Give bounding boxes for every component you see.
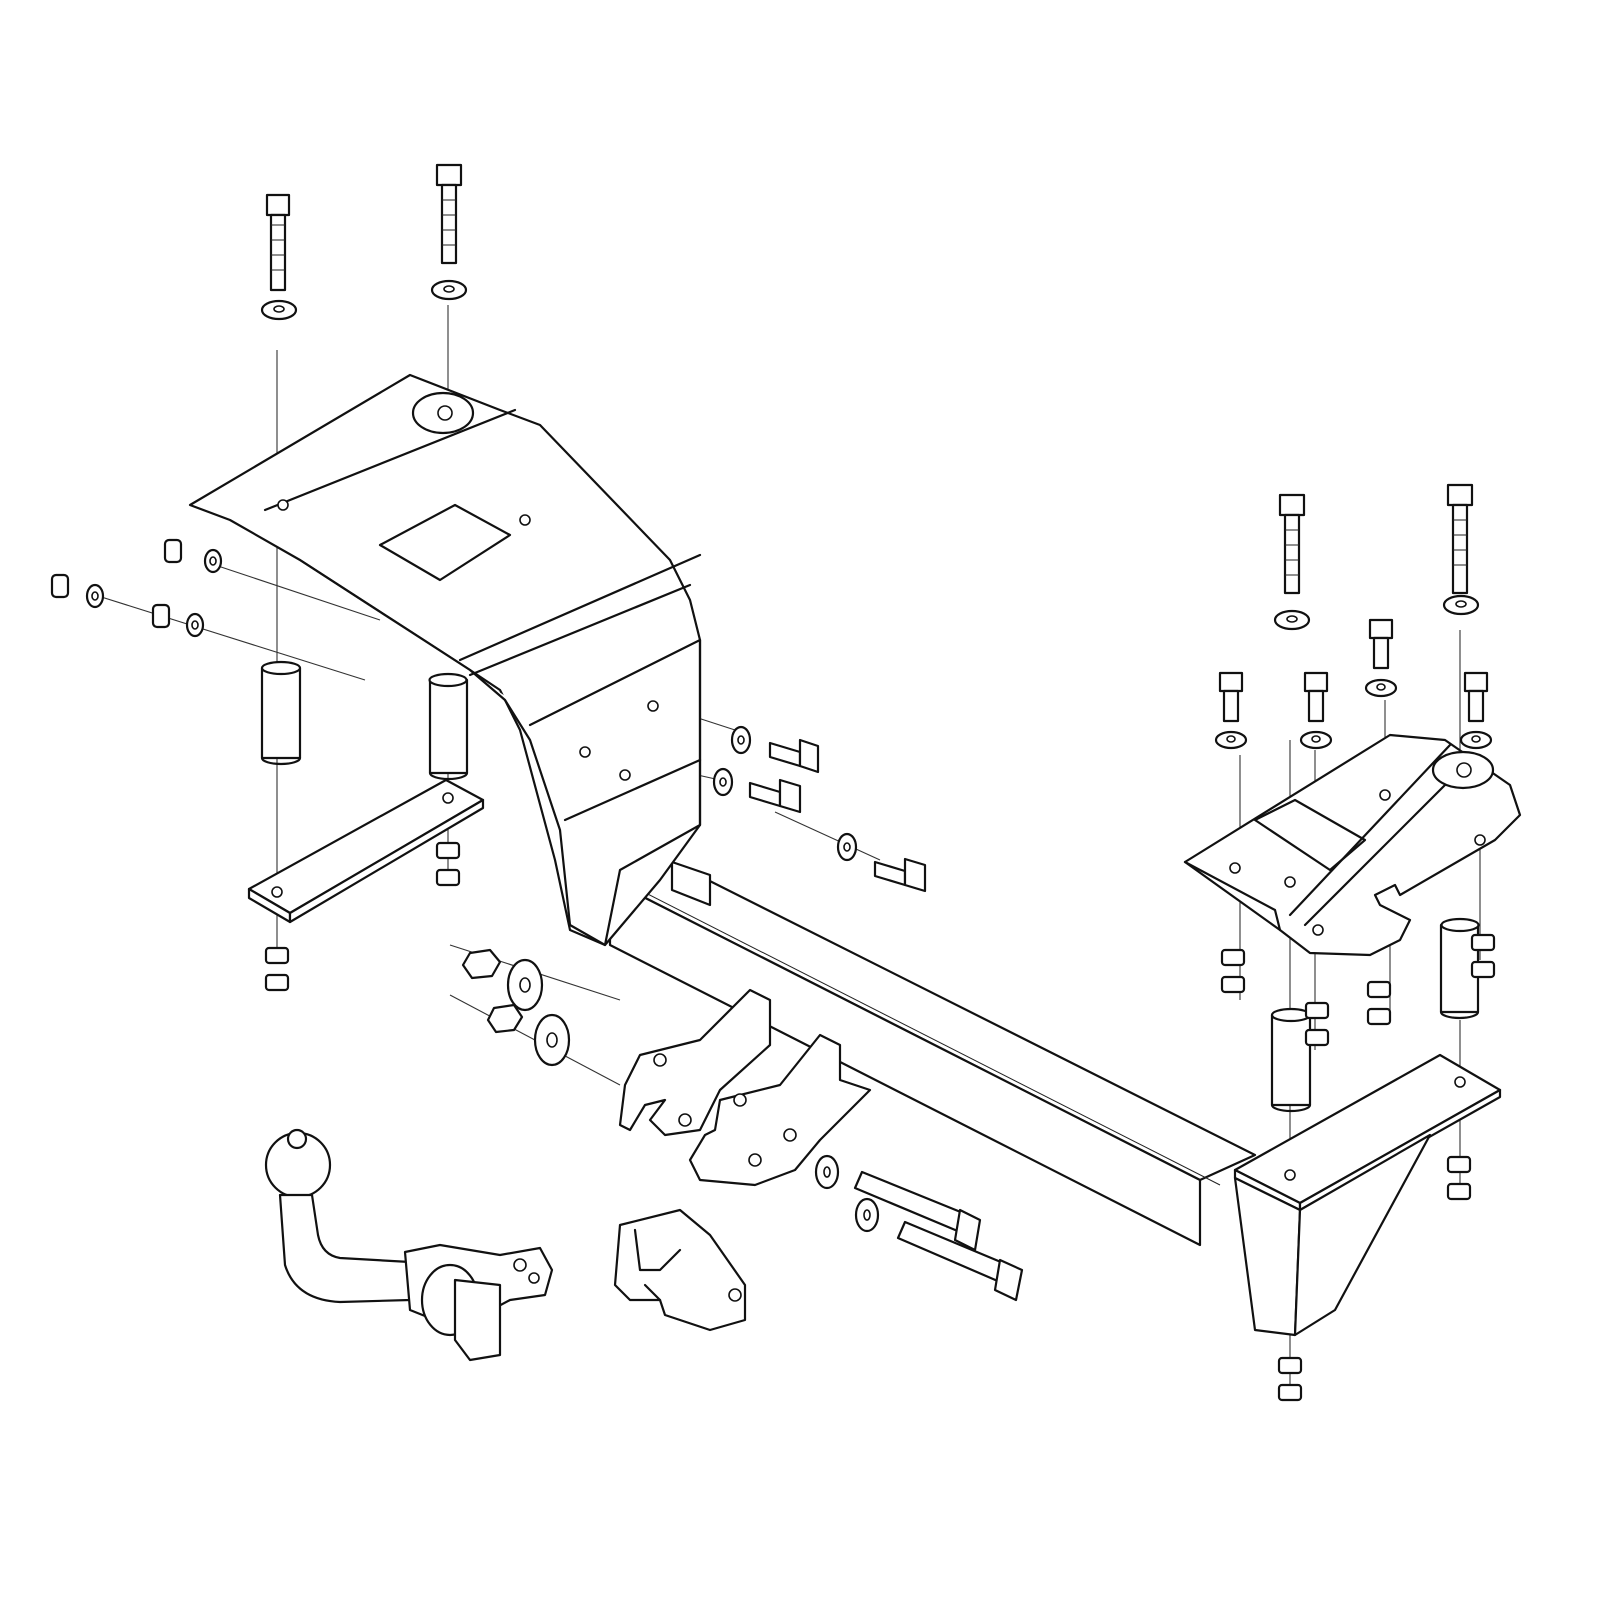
nut <box>1470 933 1496 952</box>
nut <box>1220 948 1246 967</box>
washer <box>1442 594 1480 616</box>
nut <box>151 603 171 629</box>
bolt <box>748 778 802 814</box>
nut <box>264 946 290 965</box>
left-mounting-plate <box>188 373 702 947</box>
nut <box>1366 980 1392 999</box>
bolt <box>265 193 291 292</box>
nut <box>1277 1356 1303 1375</box>
bolt <box>1218 671 1244 723</box>
washer <box>712 767 734 797</box>
nut <box>1366 1007 1392 1026</box>
bolt <box>768 738 820 774</box>
bolt <box>1368 618 1394 670</box>
washer <box>1299 730 1333 750</box>
bolts <box>265 163 1489 1302</box>
washer <box>430 279 468 301</box>
bolt <box>1278 493 1306 595</box>
washer <box>730 725 752 755</box>
ball-carrier-flange <box>618 988 872 1187</box>
nut <box>461 948 502 980</box>
spacer-tubes <box>260 660 469 781</box>
nut <box>486 1003 524 1034</box>
nut <box>435 841 461 860</box>
washer <box>854 1197 880 1233</box>
nut <box>1446 1155 1472 1174</box>
washer <box>1364 678 1398 698</box>
washers <box>85 279 1493 1233</box>
bolt <box>853 1170 982 1252</box>
nut <box>264 973 290 992</box>
nut <box>1446 1182 1472 1201</box>
bolt <box>1303 671 1329 723</box>
washer <box>533 1013 571 1067</box>
washer <box>836 832 858 862</box>
washer <box>203 548 223 574</box>
washer <box>85 583 105 609</box>
nuts <box>50 538 1496 1402</box>
washer <box>260 299 298 321</box>
nut <box>1470 960 1496 979</box>
nut <box>1304 1028 1330 1047</box>
nut <box>1220 975 1246 994</box>
washer <box>814 1154 840 1190</box>
washer <box>506 958 544 1012</box>
left-strap-plate <box>247 778 485 924</box>
washer <box>1273 609 1311 631</box>
nut <box>163 538 183 564</box>
washer <box>1214 730 1248 750</box>
bolt <box>873 857 927 893</box>
right-mounting-plate <box>1183 733 1522 957</box>
nut <box>50 573 70 599</box>
nut <box>1277 1383 1303 1402</box>
bolt <box>435 163 463 265</box>
washer <box>185 612 205 638</box>
washer <box>1459 730 1493 750</box>
tow-ball-neck <box>264 1128 554 1362</box>
bolt <box>1463 671 1489 723</box>
socket-holder-bracket <box>613 1208 747 1332</box>
right-bracket <box>1233 1053 1502 1337</box>
bolt <box>1446 483 1474 595</box>
bolt <box>896 1220 1024 1302</box>
nut <box>1304 1001 1330 1020</box>
nut <box>435 868 461 887</box>
spacer-tubes-right <box>1270 917 1480 1113</box>
